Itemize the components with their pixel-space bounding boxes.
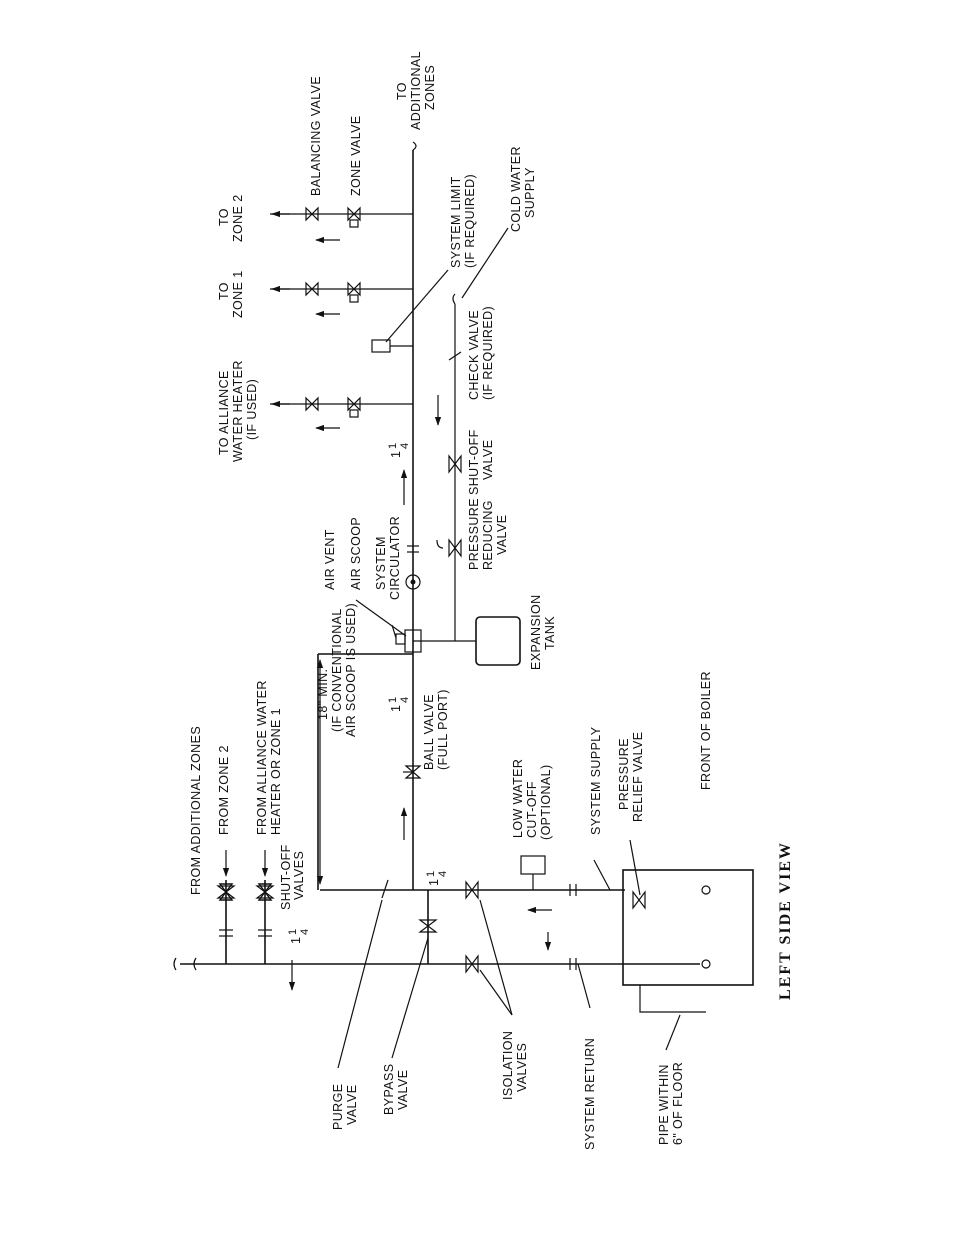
label-bypass-1: BYPASS	[382, 1064, 396, 1116]
floor-pipe	[639, 985, 706, 1013]
label-to-zone2-2: ZONE 2	[231, 194, 245, 242]
isolation-valve-return	[465, 954, 479, 974]
pipe-break-left	[173, 957, 197, 971]
label-to-additional-3: ZONES	[423, 65, 437, 110]
label-min18-1: 18" MIN.	[316, 669, 330, 720]
boiler	[622, 869, 754, 986]
label-expansion-1: EXPANSION	[529, 594, 543, 670]
purge-valve-symbol	[381, 879, 389, 899]
label-isolation-1: ISOLATION	[501, 1031, 515, 1100]
diagram-title: LEFT SIDE VIEW	[777, 841, 794, 1000]
label-purge-2: VALVE	[345, 1085, 359, 1125]
label-from-additional-zones: FROM ADDITIONAL ZONES	[189, 726, 203, 895]
svg-text:1: 1	[425, 870, 437, 877]
label-air-vent: AIR VENT	[323, 529, 337, 590]
shutoff-valve-zone1	[255, 885, 275, 899]
expansion-tank	[475, 616, 521, 666]
label-system-1: SYSTEM	[374, 536, 388, 590]
label-to-additional-1: TO	[395, 82, 409, 100]
air-vent	[395, 633, 406, 645]
label-lwco-1: LOW WATER	[511, 759, 525, 838]
label-pipe-within-2: 6" OF FLOOR	[671, 1062, 685, 1145]
pipe-size-labels: 1 1 4 1 1 4 1 1 4 1 1 4	[287, 442, 449, 944]
label-air-scoop: AIR SCOOP	[349, 517, 363, 590]
label-to-zone1-2: ZONE 1	[231, 270, 245, 318]
label-prv-3: VALVE	[495, 515, 509, 555]
label-expansion-2: TANK	[543, 616, 557, 650]
pressure-relief-valve-symbol	[632, 890, 646, 910]
drawing	[173, 141, 754, 1069]
label-ball-valve-1: BALL VALVE	[422, 694, 436, 770]
svg-text:4: 4	[299, 928, 311, 935]
label-zone-valve: ZONE VALVE	[349, 115, 363, 196]
label-shutoff-valves-1: SHUT-OFF	[279, 844, 293, 910]
label-isolation-2: VALVES	[515, 1043, 529, 1092]
pressure-reducing-valve-symbol	[436, 538, 462, 558]
label-prelief-2: RELIEF VALVE	[631, 732, 645, 822]
label-balancing-valve: BALANCING VALVE	[309, 76, 323, 196]
label-to-additional-2: ADDITIONAL	[409, 51, 423, 130]
label-to-zone2-1: TO	[217, 208, 231, 226]
label-from-alliance-1: FROM ALLIANCE WATER	[255, 680, 269, 835]
label-purge-1: PURGE	[331, 1084, 345, 1130]
label-ball-valve-2: (FULL PORT)	[436, 689, 450, 770]
svg-text:1: 1	[387, 696, 399, 703]
label-prv-1: PRESSURE	[467, 498, 481, 570]
cold-water-break	[452, 293, 456, 305]
svg-text:1: 1	[387, 442, 399, 449]
svg-text:1: 1	[289, 937, 303, 944]
label-from-zone-2: FROM ZONE 2	[217, 745, 231, 835]
flow-arrows	[222, 210, 552, 991]
ball-valve-symbol	[403, 765, 422, 779]
label-bypass-2: VALVE	[396, 1070, 410, 1110]
bypass-valve-symbol	[418, 919, 438, 933]
circulator	[405, 574, 421, 590]
label-front-of-boiler: FRONT OF BOILER	[699, 671, 713, 790]
label-cold-water-2: SUPPLY	[523, 167, 537, 218]
label-prelief-1: PRESSURE	[617, 738, 631, 810]
label-system-supply: SYSTEM SUPPLY	[589, 726, 603, 835]
check-valve-symbol	[448, 351, 462, 361]
label-check-1: CHECK VALVE	[467, 310, 481, 400]
svg-text:4: 4	[437, 870, 449, 877]
label-min18-3: AIR SCOOP IS USED)	[344, 603, 358, 737]
svg-text:1: 1	[389, 451, 403, 458]
labels: FROM ADDITIONAL ZONES FROM ZONE 2 FROM A…	[189, 51, 794, 1150]
lwco-box	[520, 855, 546, 875]
label-lwco-3: (OPTIONAL)	[539, 764, 553, 840]
system-limit	[371, 339, 391, 353]
label-to-alliance-1: TO ALLIANCE	[217, 370, 231, 455]
label-lwco-2: CUT-OFF	[525, 781, 539, 838]
shutoff-valve-fill	[448, 454, 462, 474]
label-shutoff-valves-2: VALVES	[292, 851, 306, 900]
shutoff-valve-zone2	[216, 885, 236, 899]
leader-lines	[337, 227, 681, 1069]
svg-text:4: 4	[399, 442, 411, 449]
label-shutoff-2: VALVE	[481, 440, 495, 480]
label-pipe-within-1: PIPE WITHIN	[657, 1064, 671, 1145]
label-cold-water-1: COLD WATER	[509, 146, 523, 232]
label-shutoff-1: SHUT-OFF	[467, 429, 481, 495]
label-from-alliance-2: HEATER OR ZONE 1	[269, 708, 283, 835]
label-system-limit-2: (IF REQUIRED)	[463, 174, 477, 268]
label-to-zone1-1: TO	[217, 282, 231, 300]
zone-branches	[270, 206, 413, 418]
isolation-valve-supply	[465, 880, 479, 900]
svg-text:1: 1	[287, 928, 299, 935]
label-circulator: CIRCULATOR	[388, 516, 402, 600]
label-to-alliance-3: (IF USED)	[245, 379, 259, 440]
pipe-break-top	[412, 141, 417, 151]
svg-text:1: 1	[389, 705, 403, 712]
label-system-return: SYSTEM RETURN	[583, 1038, 597, 1150]
unions	[219, 545, 577, 970]
svg-text:4: 4	[399, 696, 411, 703]
label-system-limit-1: SYSTEM LIMIT	[449, 176, 463, 268]
svg-text:1: 1	[427, 879, 441, 886]
label-prv-2: REDUCING	[481, 500, 495, 570]
label-check-2: (IF REQUIRED)	[481, 306, 495, 400]
label-to-alliance-2: WATER HEATER	[231, 360, 245, 462]
label-min18-2: (IF CONVENTIONAL	[330, 608, 344, 732]
